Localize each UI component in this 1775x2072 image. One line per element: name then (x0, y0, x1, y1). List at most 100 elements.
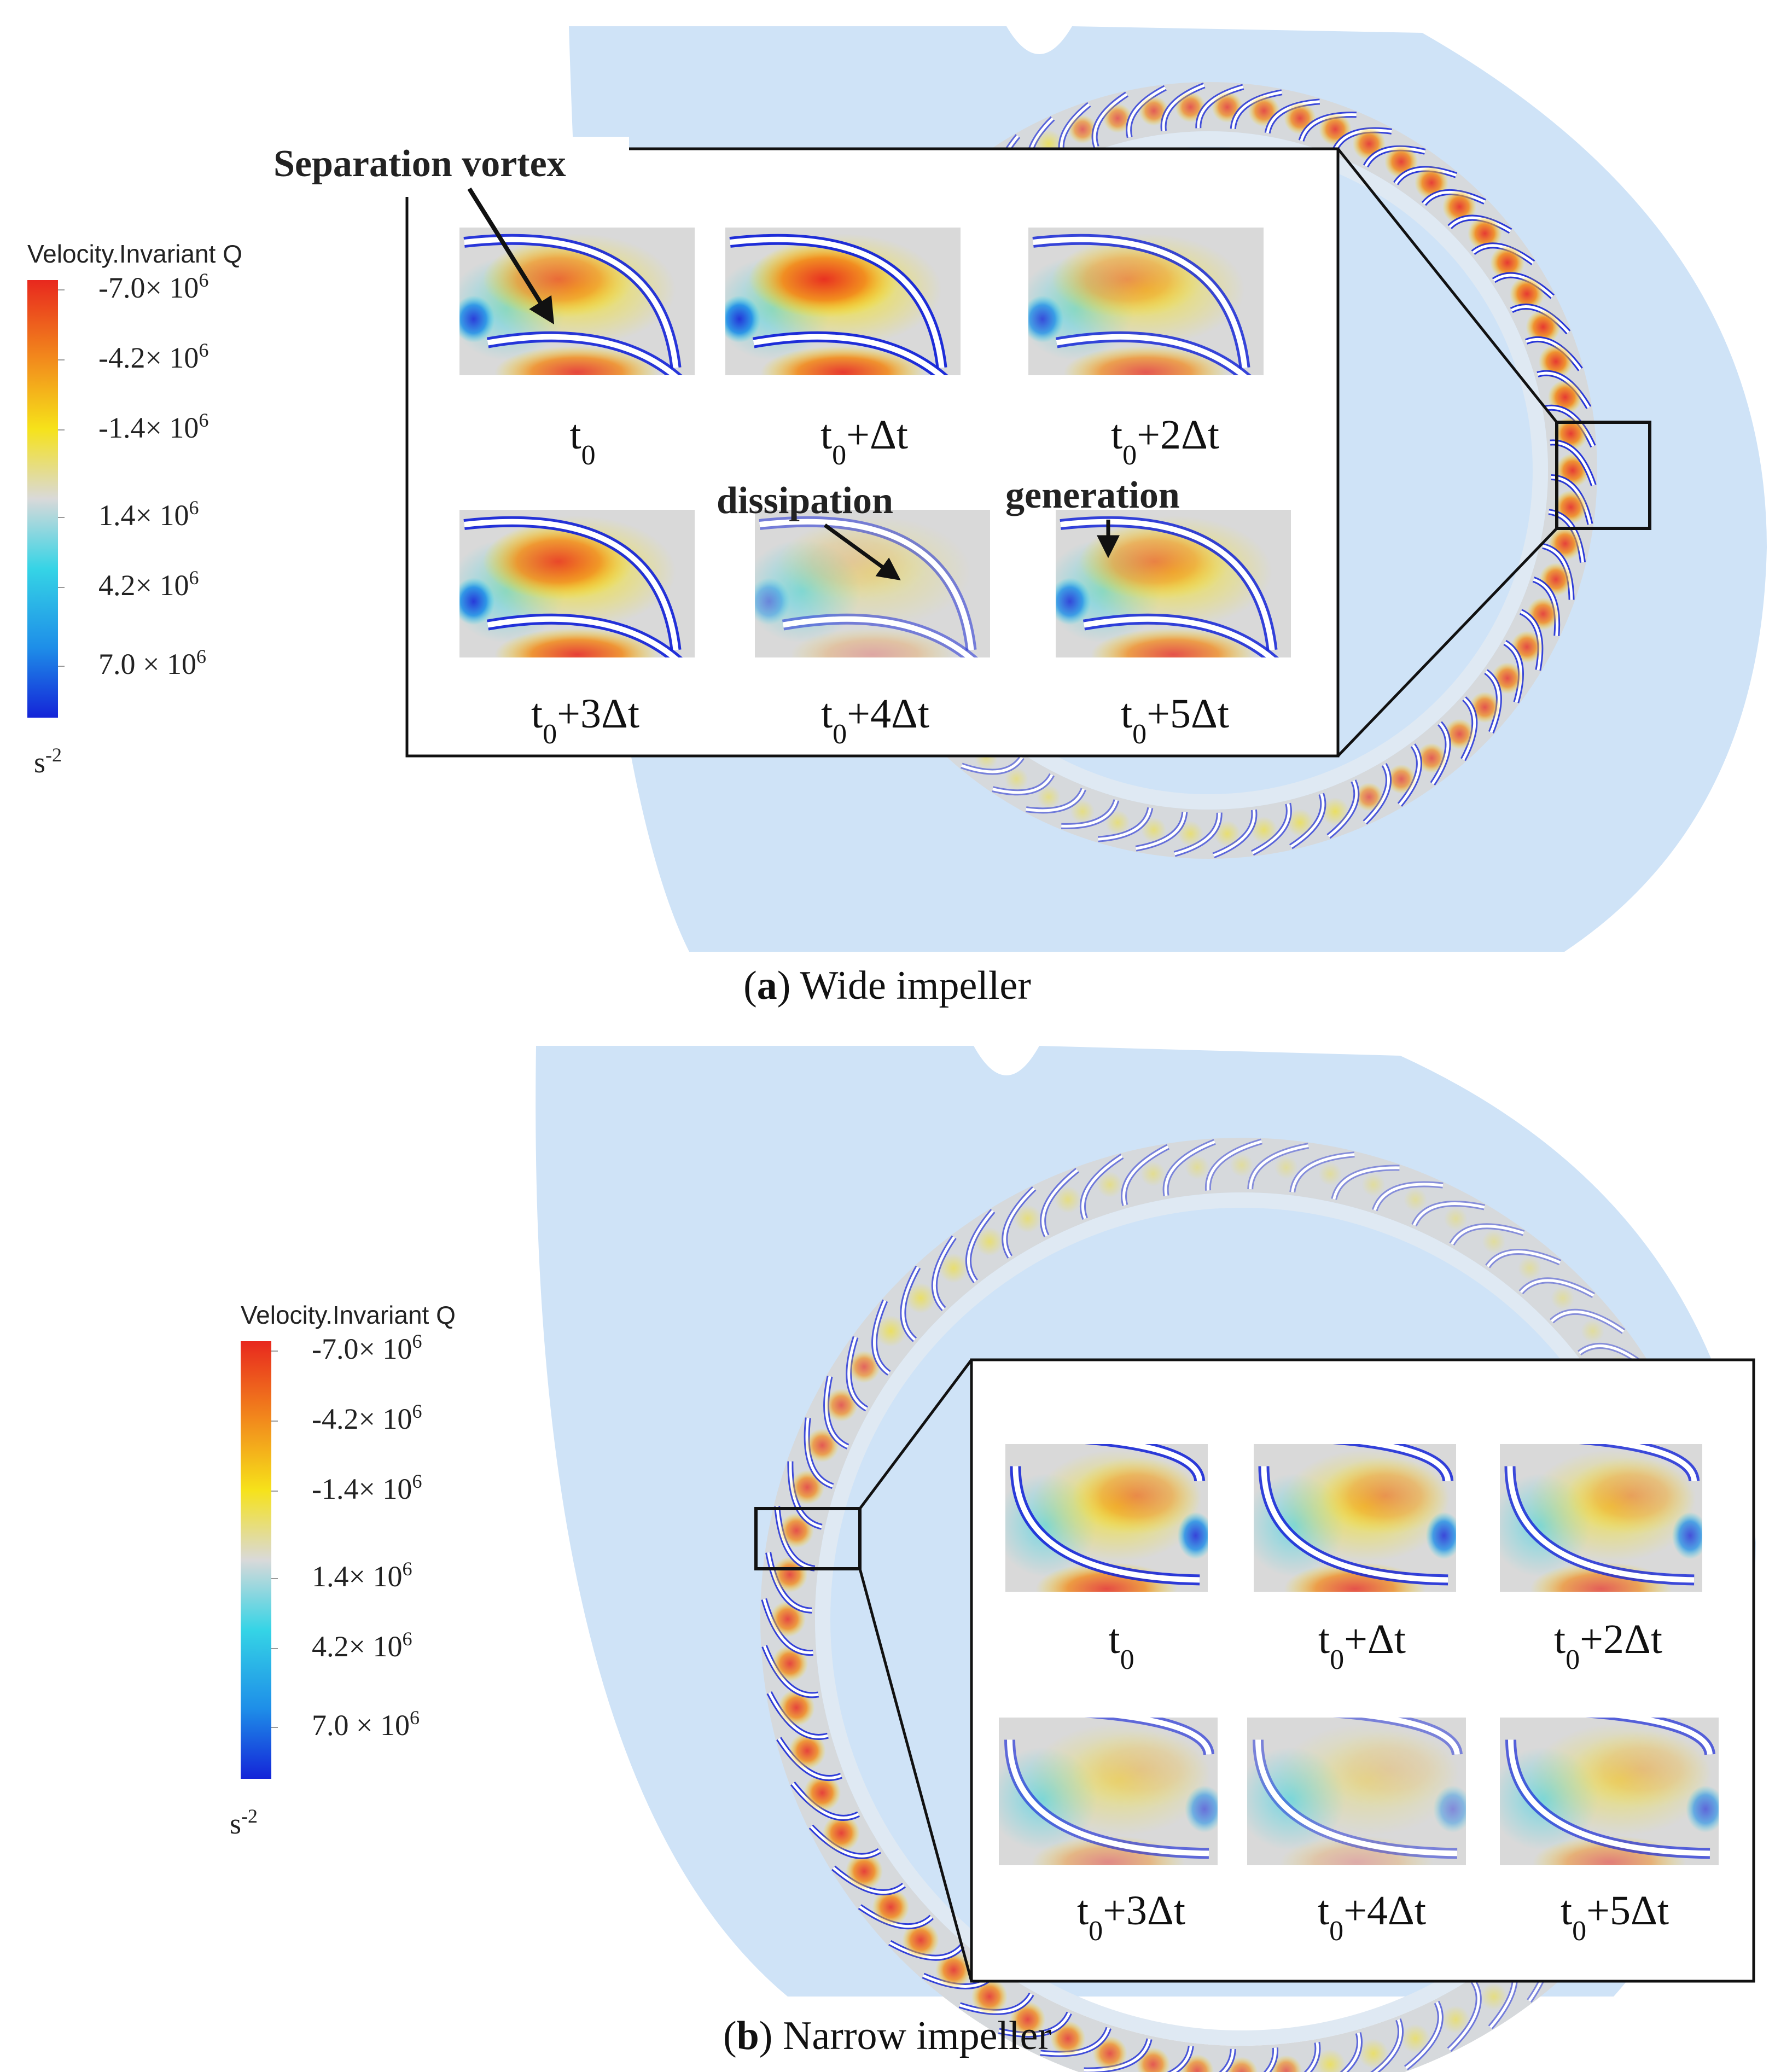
snapshot-blade (782, 616, 974, 657)
snapshot-blade (487, 616, 679, 657)
vortex-region (788, 1732, 826, 1770)
frame-time-label: t0+2Δt (1111, 412, 1219, 471)
impeller-blade-core (1504, 641, 1522, 703)
flow-snapshot (459, 228, 695, 375)
impeller-blade-core (1213, 810, 1256, 857)
flow-snapshot (459, 510, 695, 657)
impeller-blade-core (833, 1866, 905, 1894)
impeller-blade-core (805, 1417, 834, 1488)
vortex-region (1509, 276, 1545, 311)
red-region (1072, 1457, 1202, 1534)
impeller-blade-core (1364, 147, 1425, 167)
impeller-blade-core (1197, 85, 1244, 129)
frame-time-label: t0+4Δt (821, 691, 929, 750)
flow-snapshot (1254, 1444, 1456, 1592)
impeller-blade-core (1431, 722, 1450, 785)
colorbar-tick-label: -4.2× 106 (312, 1400, 422, 1435)
impeller-blade-core (1405, 2001, 1442, 2069)
impeller-blade-core (1373, 1183, 1444, 1211)
vortex-region (790, 1470, 825, 1505)
red-region (1071, 1731, 1211, 1808)
colorbar-tick-label: 4.2× 106 (312, 1628, 412, 1663)
colorbar-tick-label: 7.0 × 106 (312, 1707, 420, 1742)
blue-region (1185, 1785, 1218, 1833)
impeller-blade-core (1291, 1153, 1355, 1192)
vortex-region (1103, 103, 1133, 133)
impeller-blade-core (1511, 305, 1570, 334)
colorbar-tick-label: -1.4× 106 (312, 1470, 422, 1505)
vortex-region (1319, 113, 1352, 146)
vortex-region (935, 1952, 972, 1989)
impeller-blade-core (1533, 578, 1559, 636)
impeller-blade-core (777, 1738, 842, 1779)
red-region (483, 241, 634, 318)
impeller-blade-core (1221, 2048, 1235, 2072)
impeller-blade-core (768, 1692, 829, 1738)
zoom-line-b1 (859, 1359, 973, 1510)
vortex-region (1581, 1319, 1605, 1343)
colorbar-tick-label: 7.0 × 106 (98, 645, 206, 680)
impeller-blade-core (1306, 2042, 1319, 2072)
frame-time-label: t0+5Δt (1121, 691, 1229, 750)
snapshot-blade (1033, 236, 1248, 369)
impeller-blade-core (873, 1300, 890, 1375)
colorbar-tick-label: -1.4× 106 (98, 409, 208, 444)
vortex-region (1401, 2024, 1430, 2053)
impeller-blade-core (767, 1552, 812, 1612)
vortex-region (1416, 743, 1447, 773)
vortex-region (805, 1428, 840, 1463)
caption-b: (b) Narrow impeller (723, 2013, 1051, 2058)
vortex-region (1551, 1286, 1575, 1310)
vortex-region (1230, 1153, 1254, 1177)
impeller-blade-core (1399, 744, 1421, 806)
vortex-region (1068, 115, 1097, 144)
impeller-blade-core (1084, 2039, 1151, 2072)
flow-snapshot (755, 510, 990, 657)
snapshot-blade (487, 334, 679, 375)
impeller-blade-core (1485, 670, 1500, 733)
impeller-blade-core (1394, 167, 1457, 184)
impeller-blade-core (763, 1598, 813, 1654)
impeller-blade-core (1364, 764, 1390, 824)
impeller-blade-core (1332, 1166, 1400, 1200)
impeller-blade-core (776, 1506, 815, 1570)
vortex-region (875, 1315, 907, 1347)
zoom-indicator-a (1555, 421, 1651, 530)
flow-snapshot (1500, 1718, 1719, 1865)
snapshot-blade (1605, 1444, 1697, 1482)
blue-region (755, 578, 790, 625)
vortex-region (1070, 799, 1095, 824)
vortex-region (1518, 1256, 1541, 1280)
vortex-region (1177, 820, 1203, 847)
red-region-lower (1032, 1836, 1185, 1865)
blue-region (1056, 578, 1091, 625)
impeller-blade-core (992, 774, 1054, 794)
vortex-region (824, 1388, 858, 1422)
impeller-blade-core (1448, 216, 1511, 232)
vortex-region (771, 1645, 808, 1682)
impeller-blade-core (789, 1461, 822, 1528)
colorbar-tick-label: -7.0× 106 (98, 269, 208, 304)
impeller-blade-core (1423, 190, 1486, 205)
vortex-region (778, 1689, 815, 1726)
impeller-blade-core (1136, 812, 1186, 850)
vortex-region (1361, 1173, 1386, 1197)
impeller-blade-core (1081, 1155, 1123, 1219)
blue-region (1433, 1785, 1466, 1833)
snapshot-blade (1261, 1466, 1448, 1583)
vortex-region (939, 1253, 969, 1283)
vortex-region (1354, 782, 1384, 812)
vortex-region (1553, 490, 1588, 525)
flow-snapshot (1056, 510, 1291, 657)
snapshot-blade (1083, 616, 1275, 657)
impeller-blade-core (1520, 1279, 1594, 1297)
red-region-lower (494, 628, 660, 657)
impeller-blade-core (1122, 1145, 1169, 1206)
annotation-dissipation: dissipation (717, 480, 893, 522)
blue-region (459, 295, 495, 343)
impeller-blade-core (1098, 807, 1152, 841)
red-region (483, 523, 634, 600)
arrow-separation-vortex (467, 187, 555, 325)
